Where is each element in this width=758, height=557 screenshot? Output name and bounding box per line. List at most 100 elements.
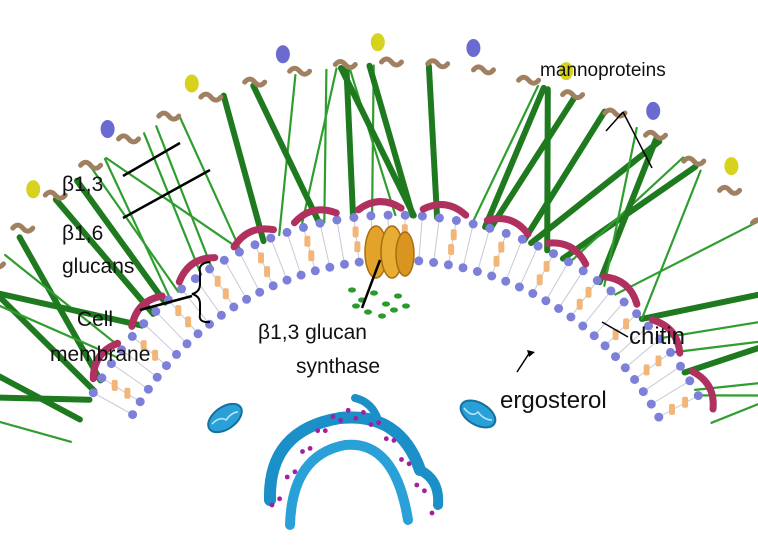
lipid-head [647,400,656,409]
ergosterol-mark [544,261,550,272]
lipid-head [172,350,181,359]
mannoprotein-chain [720,187,740,193]
lipid-head [549,249,558,258]
ergosterol-mark [353,226,359,237]
mitochondrion-left-icon [203,398,247,438]
ribosome-dot [407,461,412,466]
ergosterol-mark [264,266,270,277]
ribosome-dot [323,428,328,433]
lipid-tail [102,378,140,402]
ribosome-dot [331,414,336,419]
ergosterol-mark [451,229,457,240]
lipid-tail [519,246,538,287]
lipid-tail [287,232,301,275]
mannoprotein-chain [335,62,355,68]
label-mannoproteins: mannoproteins [540,60,666,82]
ergosterol-mark [112,380,118,391]
mannoprotein-chain [563,92,583,98]
lipid-head [128,332,137,341]
glucan-granule [394,293,402,298]
glucan-fiber [524,112,605,241]
mannoprotein-chain [519,77,539,83]
chitin-segment [358,202,401,210]
lipid-head [220,256,229,265]
ergosterol-mark [304,236,310,247]
lipid-head [340,260,349,269]
lipid-head [355,258,364,267]
lipid-tail [477,228,489,271]
lipid-head [401,211,410,220]
lipid-head [194,329,203,338]
lipid-head [297,271,306,280]
lipid-tail [239,252,259,292]
label-membrane: membrane [50,343,150,367]
lipid-head [97,373,106,382]
mannoprotein-chain [646,132,666,138]
lipid-head [283,276,292,285]
lipid-tail [434,218,440,263]
glucan-granule [378,313,386,318]
ergosterol-mark [669,404,675,415]
lipid-head [269,281,278,290]
ribosome-dot [293,469,298,474]
lipid-tail [506,239,523,281]
mannoprotein-chain [382,59,402,65]
lipid-head [349,213,358,222]
glucan-fiber [615,222,757,294]
ergosterol-mark [586,287,592,298]
ribosome-dot [430,511,435,516]
lipid-tail [659,396,699,417]
lipid-tail [271,238,287,280]
ribosome-dot [384,436,389,441]
lipid-head [578,322,587,331]
ergosterol-mark [185,316,191,327]
ergosterol-mark [498,242,504,253]
mannoprotein-chain [13,225,33,231]
ergosterol-mark [448,244,454,255]
label-ergosterol: ergosterol [500,387,607,415]
lipid-head [316,219,325,228]
lipid-head [452,216,461,225]
mannoprotein-head [646,102,660,120]
lipid-head [469,220,478,229]
glucan-synthase-icon [365,226,414,278]
lipid-head [418,212,427,221]
lipid-head [601,341,610,350]
lipid-head [694,391,703,400]
lipid-head [630,375,639,384]
label-chitin: chitin [629,323,685,351]
ribosome-dot [338,418,343,423]
lipid-head [299,223,308,232]
glucan-granule [364,309,372,314]
lipid-head [473,267,482,276]
lipid-head [485,224,494,233]
label-beta16: β1,6 [62,222,103,246]
glucan-fiber [0,396,90,400]
mannoprotein-chain [119,136,139,142]
lipid-head [151,307,160,316]
lipid-head [579,266,588,275]
lipid-head [487,272,496,281]
lipid-head [459,263,468,272]
lipid-head [89,388,98,397]
mannoprotein-chain [0,261,4,267]
ergosterol-mark [175,305,181,316]
ergosterol-mark [577,299,583,310]
mannoprotein-chain [474,67,494,73]
mannoprotein-head [26,180,40,198]
mannoprotein-head [371,33,385,51]
lipid-head [566,313,575,322]
lipid-head [515,283,524,292]
lipid-head [366,211,375,220]
glucan-fiber [429,66,437,217]
lipid-head [255,288,264,297]
ergosterol-mark [656,355,662,366]
ergosterol-mark [354,241,360,252]
lipid-head [685,376,694,385]
chitin-segment [423,205,466,216]
lipid-tail [492,233,507,276]
ergosterol-mark [308,250,314,261]
ribosome-dot [376,420,381,425]
lipid-head [325,263,334,272]
